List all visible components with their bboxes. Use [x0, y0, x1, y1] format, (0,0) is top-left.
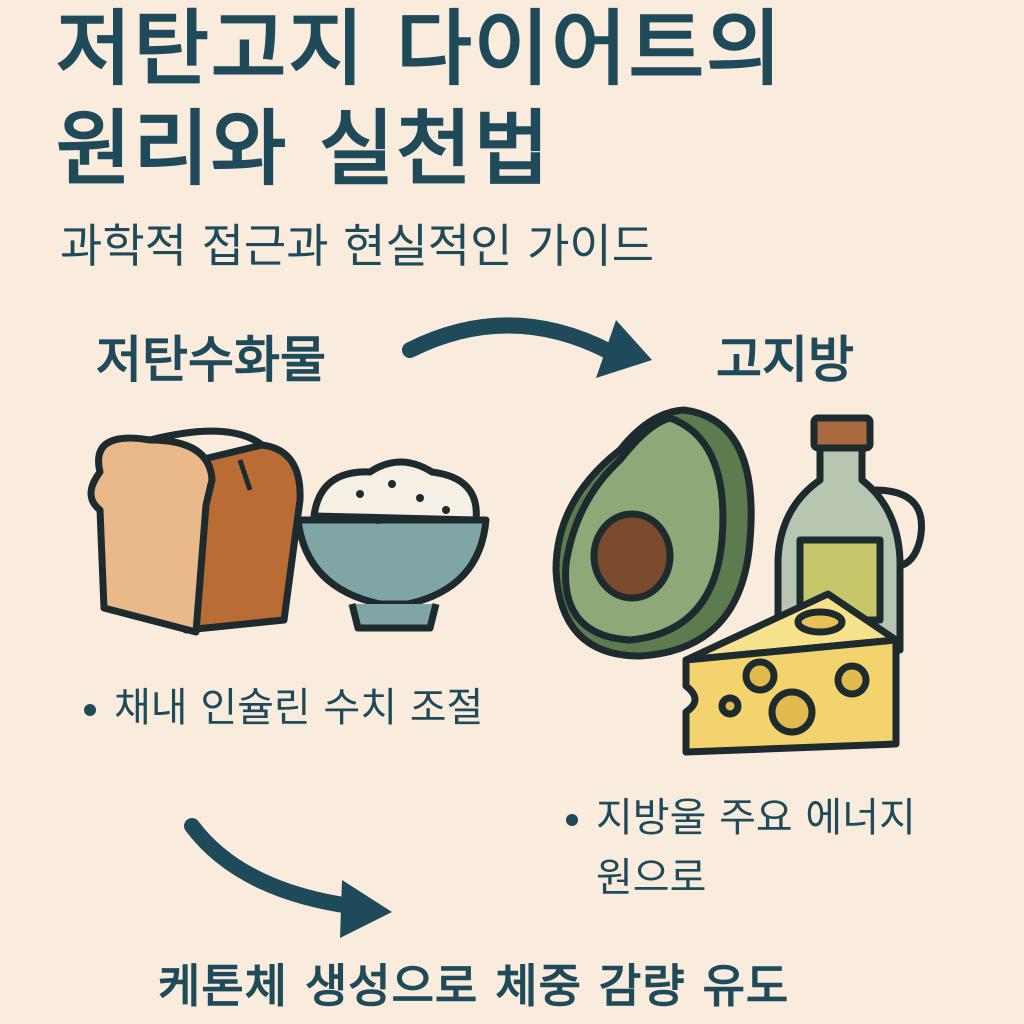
conclusion-text: 케톤체 생성으로 체중 감량 유도 [158, 959, 790, 1013]
bread-icon [87, 427, 304, 636]
high-fat-label: 고지방 [716, 331, 854, 389]
page-title: 저탄고지 다이어트의 원리와 실천법 [56, 0, 784, 200]
arrow-right-icon [402, 317, 652, 378]
subtitle: 과학적 접근과 현실적인 가이드 [60, 219, 655, 273]
avocado-icon [552, 406, 755, 660]
bullet-dot [84, 704, 96, 716]
high-fat-bullet: 지방울 주요 에너지원으로 [566, 788, 946, 908]
cheese-icon [682, 590, 900, 756]
rice-bowl-icon [294, 458, 490, 632]
arrow-down-right-icon [184, 818, 392, 938]
title-line-1: 저탄고지 다이어트의 [56, 2, 784, 97]
high-fat-bullet-text: 지방울 주요 에너지원으로 [596, 795, 916, 901]
low-carb-label: 저탄수화물 [96, 331, 326, 389]
bullet-dot [566, 814, 578, 826]
low-carb-bullet: 채내 인슐린 수치 조절 [84, 678, 504, 738]
title-line-2: 원리와 실천법 [56, 102, 552, 197]
low-carb-bullet-text: 채내 인슐린 수치 조절 [114, 685, 484, 731]
